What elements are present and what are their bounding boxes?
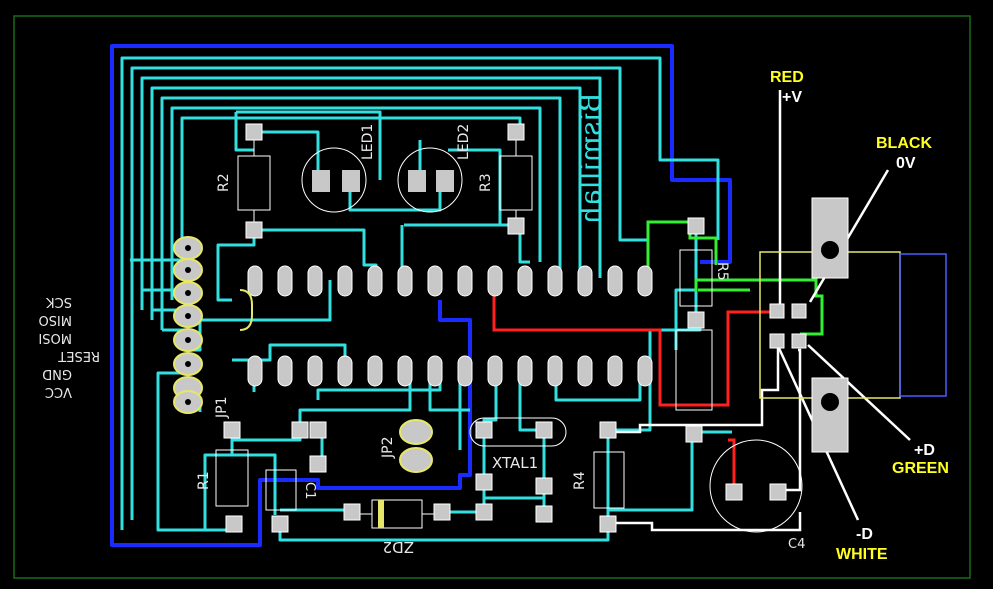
label-black-sub: 0V bbox=[896, 155, 916, 172]
label-zd2: ZD2 bbox=[383, 538, 414, 556]
isp-labels: SCK MISO MOSI RESET GND VCC bbox=[38, 294, 100, 399]
label-minus-d: -D bbox=[856, 526, 873, 543]
label-c1: C1 bbox=[302, 482, 317, 499]
label-r3: R3 bbox=[478, 173, 494, 192]
isp-label-mosi: MOSI bbox=[38, 330, 72, 345]
isp-label-reset: RESET bbox=[58, 348, 100, 363]
jp1-header bbox=[173, 236, 203, 414]
label-red: RED bbox=[770, 69, 804, 86]
label-green: GREEN bbox=[892, 460, 949, 477]
ic-pads-top-row bbox=[247, 265, 653, 297]
label-led1: LED1 bbox=[360, 124, 376, 160]
square-pads bbox=[223, 123, 807, 533]
led1 bbox=[301, 147, 367, 213]
blue-ground-traces bbox=[110, 44, 732, 547]
label-jp1: JP1 bbox=[214, 397, 230, 419]
label-plus-d: +D bbox=[914, 442, 935, 459]
label-black: BLACK bbox=[876, 135, 932, 152]
label-r1: R1 bbox=[196, 471, 212, 490]
jp2-header bbox=[399, 419, 433, 473]
c1-capacitor bbox=[265, 329, 713, 511]
label-r2: R2 bbox=[216, 173, 232, 192]
label-led2: LED2 bbox=[456, 124, 472, 160]
r1-resistor bbox=[215, 449, 249, 507]
zd2-diode bbox=[360, 499, 434, 529]
label-c4: C4 bbox=[788, 537, 805, 552]
label-red-sub: +V bbox=[782, 89, 802, 106]
isp-label-gnd: GND bbox=[42, 366, 72, 381]
label-white: WHITE bbox=[836, 546, 888, 563]
label-jp2: JP2 bbox=[380, 437, 396, 459]
isp-label-sck: SCK bbox=[46, 294, 72, 309]
isp-label-miso: MISO bbox=[38, 312, 72, 327]
r2-resistor bbox=[237, 140, 271, 222]
r5-resistor bbox=[679, 249, 713, 307]
xtal1-outline bbox=[469, 417, 567, 447]
label-xtal1: XTAL1 bbox=[492, 454, 538, 472]
ic-notch bbox=[239, 289, 253, 331]
r3-resistor bbox=[499, 140, 533, 220]
c4-capacitor bbox=[709, 439, 803, 533]
ic-pads-bottom-row bbox=[247, 355, 653, 387]
usb-connector-outline bbox=[759, 197, 947, 453]
led2 bbox=[397, 147, 463, 213]
jp1-pad-holes bbox=[185, 245, 191, 405]
isp-label-vcc: VCC bbox=[45, 384, 72, 399]
red-wire bbox=[492, 280, 770, 407]
board-title-mirrored: Bismillah bbox=[574, 92, 607, 224]
board-outline bbox=[13, 15, 971, 579]
white-wires bbox=[606, 90, 911, 532]
label-r5: R5 bbox=[714, 262, 730, 281]
red-wire-c4 bbox=[728, 438, 736, 492]
label-r4: R4 bbox=[572, 471, 588, 490]
r4-resistor bbox=[593, 451, 625, 509]
